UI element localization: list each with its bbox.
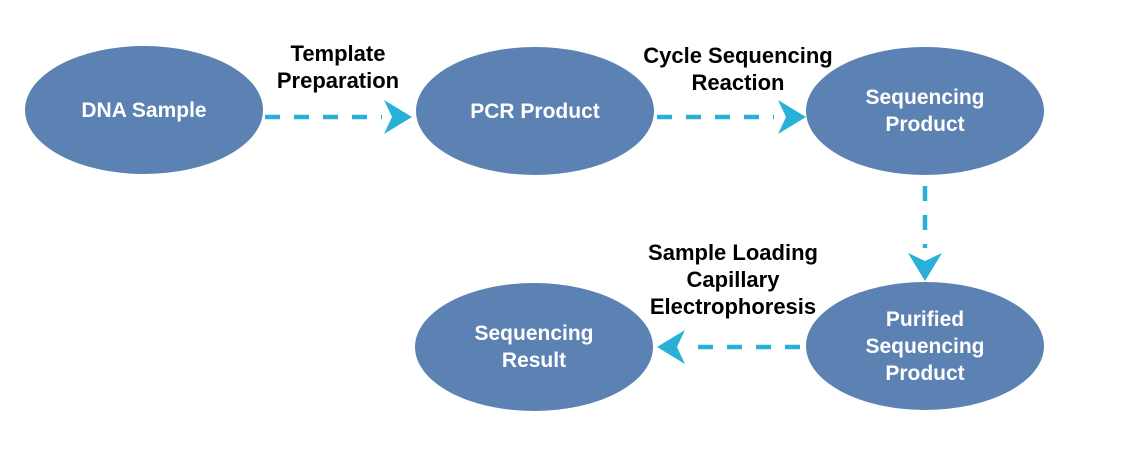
node-sequencing-product: Sequencing Product	[806, 47, 1044, 175]
arrow-pcr-product-to-sequencing-product	[657, 100, 806, 134]
node-purified-sequencing-product-label: Purified Sequencing Product	[865, 307, 985, 385]
node-sequencing-product-label: Sequencing Product	[865, 86, 985, 136]
node-sequencing-result: Sequencing Result	[415, 283, 653, 411]
node-purified-sequencing-product: Purified Sequencing Product	[806, 282, 1044, 410]
node-sequencing-result-label: Sequencing Result	[474, 322, 594, 372]
edge-label-sample-loading-capillary-electrophoresis: Sample Loading Capillary Electrophoresis	[648, 240, 818, 319]
edge-label-template-preparation: Template Preparation	[276, 41, 400, 93]
edge-label-cycle-sequencing-reaction: Cycle Sequencing Reaction	[643, 43, 833, 95]
arrow-purified-to-sequencing-result	[657, 330, 800, 364]
node-pcr-product-label: PCR Product	[470, 99, 600, 123]
node-dna-sample-label: DNA Sample	[81, 98, 207, 122]
node-dna-sample: DNA Sample	[25, 46, 263, 174]
arrow-sequencing-product-to-purified	[908, 186, 942, 281]
node-pcr-product: PCR Product	[416, 47, 654, 175]
arrow-dna-sample-to-pcr-product	[265, 100, 412, 134]
